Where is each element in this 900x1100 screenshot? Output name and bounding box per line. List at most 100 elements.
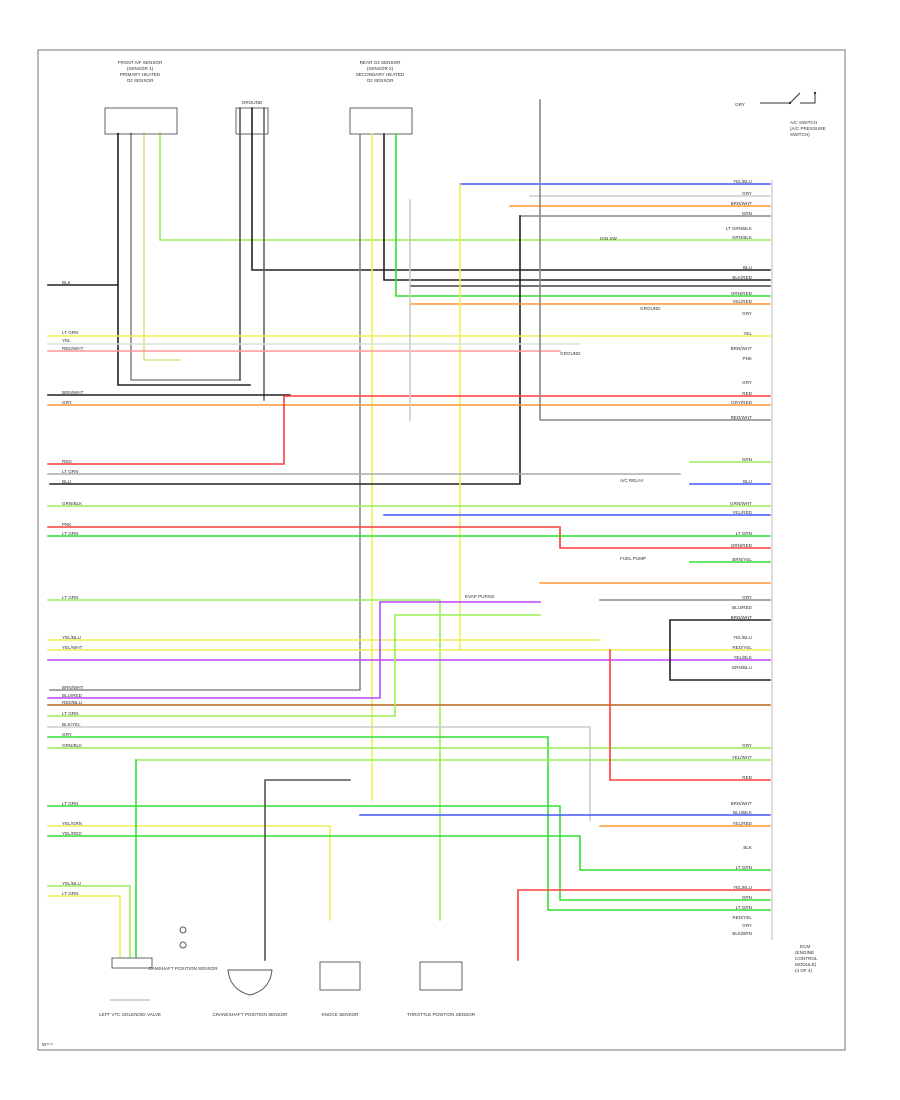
right-label-24: BRN/YEL	[732, 557, 752, 562]
note-5: EVAP PURGE	[465, 594, 494, 599]
right-label-10: GRY	[742, 311, 752, 316]
right-label-9: YEL/RED	[732, 299, 752, 304]
crankshaft-sensor-label: CRANKSHAFT POSITION SENSOR	[213, 1012, 289, 1017]
wire-layer	[47, 99, 771, 961]
note-4: FUEL PUMP	[620, 556, 646, 561]
right-label-36: BLU/BLK	[733, 810, 753, 815]
knock-sensor[interactable]: KNOCK SENSOR	[319, 961, 361, 1017]
svg-text:O2 SENSOR: O2 SENSOR	[127, 78, 154, 83]
right-label-4: LT GRN/BLK	[726, 226, 753, 231]
svg-text:(SENSOR 1): (SENSOR 1)	[127, 66, 154, 71]
right-label-35: BRN/WHT	[731, 801, 753, 806]
right-label-22: LT GRN	[736, 531, 752, 536]
svg-text:O2 SENSOR: O2 SENSOR	[367, 78, 394, 83]
left-label-8: BLU	[62, 479, 71, 484]
svg-text:SECONDARY HEATED: SECONDARY HEATED	[356, 72, 405, 77]
right-label-33: YEL/WHT	[732, 755, 753, 760]
crankshaft-sensor[interactable]: CRANKSHAFT POSITION SENSOR	[213, 969, 289, 1017]
left-label-22: LT GRN	[62, 801, 78, 806]
right-label-11: YEL	[743, 331, 752, 336]
svg-text:MODULE): MODULE)	[795, 962, 817, 967]
note-2: GROUND	[560, 351, 581, 356]
right-label-41: GRN	[742, 895, 752, 900]
right-label-30: YEL/BLK	[733, 655, 753, 660]
right-label-25: GRY	[742, 595, 752, 600]
diagram-frame	[37, 49, 846, 1051]
right-label-27: BRN/WHT	[731, 615, 753, 620]
right-label-38: BLK	[743, 845, 753, 850]
left-label-14: YEL/WHT	[62, 645, 83, 650]
left-label-17: RED/BLU	[62, 700, 82, 705]
left-label-21: GRN/BLK	[62, 743, 83, 748]
left-label-26: LT GRN	[62, 891, 78, 896]
right-label-42: LT GRN	[736, 905, 752, 910]
ecm-label: ECM	[800, 944, 810, 949]
svg-text:SWITCH): SWITCH)	[790, 132, 810, 137]
left-label-16: BLU/RED	[62, 693, 83, 698]
left-label-1: LT GRN	[62, 330, 78, 335]
right-label-12: BRN/WHT	[731, 346, 753, 351]
left-vtc-solenoid[interactable]: LEFT VTC SOLENOID VALVE	[99, 957, 161, 1017]
right-label-34: RED	[742, 775, 752, 780]
right-label-29: RED/YEL	[732, 645, 752, 650]
right-label-6: BLU	[743, 265, 752, 270]
ecm-connector[interactable]: ECM (ENGINE CONTROL MODULE) (4 OF 4)	[771, 180, 818, 973]
right-label-44: GRY	[742, 923, 752, 928]
left-label-25: YEL/BLU	[62, 881, 81, 886]
front-af-sensor[interactable]: FRONT A/F SENSOR (SENSOR 1) PRIMARY HEAT…	[104, 60, 178, 136]
svg-text:CONTROL: CONTROL	[795, 956, 818, 961]
right-label-5: GRN/BLK	[732, 235, 753, 240]
right-label-7: BLK/RED	[732, 275, 752, 280]
right-label-20: GRN/WHT	[730, 501, 752, 506]
camshaft-sensor[interactable]: CAMSHAFT POSITION SENSOR	[148, 926, 218, 971]
left-label-19: BLK/YEL	[62, 722, 81, 727]
note-1: GROUND	[640, 306, 661, 311]
left-label-2: YEL	[62, 338, 71, 343]
knock-sensor-label: KNOCK SENSOR	[321, 1012, 359, 1017]
ac-switch-label: A/C SWITCH	[790, 120, 817, 125]
left-label-4: BRN/WHT	[62, 390, 84, 395]
left-label-12: LT GRN	[62, 595, 78, 600]
left-label-13: YEL/BLU	[62, 635, 81, 640]
left-label-6: RED	[62, 459, 72, 464]
note-0: IGN SW	[600, 236, 618, 241]
left-vtc-solenoid-label: LEFT VTC SOLENOID VALVE	[99, 1012, 161, 1017]
ac-switch[interactable]: GRY A/C SWITCH (A/C PRESSURE SWITCH)	[735, 91, 826, 137]
rear-o2-sensor-label: REAR O2 SENSOR	[360, 60, 402, 65]
right-label-26: BLU/RED	[732, 605, 753, 610]
right-label-1: GRY	[742, 191, 752, 196]
left-label-3: RED/WHT	[62, 346, 84, 351]
left-label-10: PNK	[62, 522, 72, 527]
right-label-13: PNK	[743, 356, 753, 361]
left-label-9: GRN/BLK	[62, 501, 83, 506]
right-label-19: BLU	[743, 479, 752, 484]
right-label-14: GRY	[742, 380, 752, 385]
right-label-3: GRN	[742, 211, 752, 216]
right-label-17: RED/WHT	[731, 415, 753, 420]
right-label-43: RED/YEL	[732, 915, 752, 920]
left-label-15: BRN/WHT	[62, 685, 84, 690]
svg-text:(SENSOR 2): (SENSOR 2)	[367, 66, 394, 71]
right-label-8: GRN/RED	[731, 291, 753, 296]
note-3: A/C RELAY	[620, 478, 644, 483]
left-label-24: YEL/RED	[62, 831, 82, 836]
bottom-components: LEFT VTC SOLENOID VALVE CAMSHAFT POSITIO…	[99, 926, 476, 1017]
rear-o2-sensor[interactable]: REAR O2 SENSOR (SENSOR 2) SECONDARY HEAT…	[349, 60, 413, 135]
left-label-20: GRY	[62, 732, 72, 737]
svg-text:PRIMARY HEATED: PRIMARY HEATED	[120, 72, 161, 77]
top-components: FRONT A/F SENSOR (SENSOR 1) PRIMARY HEAT…	[104, 60, 826, 137]
throttle-position-sensor-label: THROTTLE POSITION SENSOR	[407, 1012, 476, 1017]
left-label-18: LT GRN	[62, 711, 78, 716]
right-label-37: YEL/RED	[732, 821, 752, 826]
right-labels: YEL/BLU GRY BRN/WHT GRN LT GRN/BLK GRN/B…	[726, 179, 753, 936]
right-label-18: GRN	[742, 457, 752, 462]
left-label-0: BLK	[62, 280, 72, 285]
right-label-28: YEL/BLU	[733, 635, 752, 640]
throttle-position-sensor[interactable]: THROTTLE POSITION SENSOR	[407, 961, 476, 1017]
right-label-39: LT GRN	[736, 865, 752, 870]
inline-notes: IGN SW GROUND GROUND A/C RELAY FUEL PUMP…	[465, 236, 661, 599]
right-label-45: BLK/BRN	[732, 931, 752, 936]
front-af-sensor-label: FRONT A/F SENSOR	[118, 60, 163, 65]
ground-connector-label: GROUND	[242, 100, 263, 105]
